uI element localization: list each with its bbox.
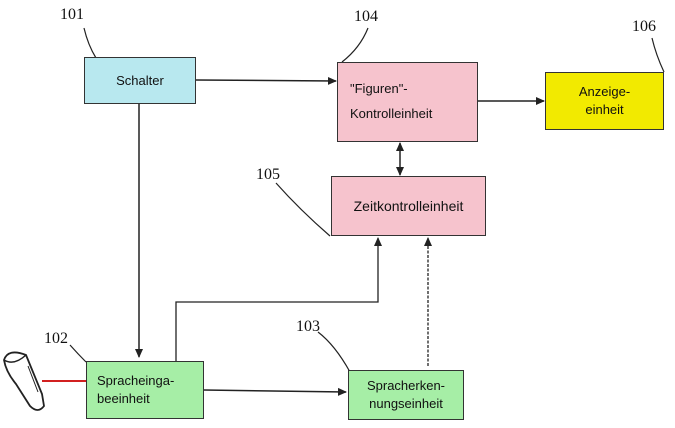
switch-label: Schalter xyxy=(116,72,164,88)
arrow-input-to-recognition xyxy=(203,387,347,396)
arrow-input-to-time xyxy=(175,237,382,362)
arrow-switch-to-figure xyxy=(195,76,337,85)
switch-block: Schalter xyxy=(84,57,196,104)
ref-label-106: 106 xyxy=(632,18,656,35)
display-block: Anzeige- einheit xyxy=(545,72,664,130)
leader-103 xyxy=(317,331,351,373)
speech-input-block: Spracheinga- beeinheit xyxy=(86,361,204,419)
leader-101 xyxy=(83,27,97,59)
speech-input-label: Spracheinga- beeinheit xyxy=(97,373,175,406)
leader-104 xyxy=(341,27,369,63)
time-control-block: Zeitkontrolleinheit xyxy=(331,176,486,236)
speech-recognition-block: Spracherken- nungseinheit xyxy=(348,370,464,420)
display-label: Anzeige- einheit xyxy=(578,84,631,117)
leader-105 xyxy=(275,182,331,237)
ref-label-104: 104 xyxy=(354,8,378,25)
ref-label-101: 101 xyxy=(60,6,84,23)
figure-control-label: "Figuren"- Kontrolleinheit xyxy=(350,81,433,121)
ref-label-102: 102 xyxy=(44,330,68,347)
figure-control-block: "Figuren"- Kontrolleinheit xyxy=(337,62,478,142)
ref-label-105: 105 xyxy=(256,166,280,183)
speech-recognition-label: Spracherken- nungseinheit xyxy=(366,378,446,411)
ref-label-103: 103 xyxy=(296,318,320,335)
leader-102 xyxy=(69,344,87,363)
time-control-label: Zeitkontrolleinheit xyxy=(353,197,464,214)
leader-106 xyxy=(651,37,665,73)
microphone-icon xyxy=(3,351,45,411)
